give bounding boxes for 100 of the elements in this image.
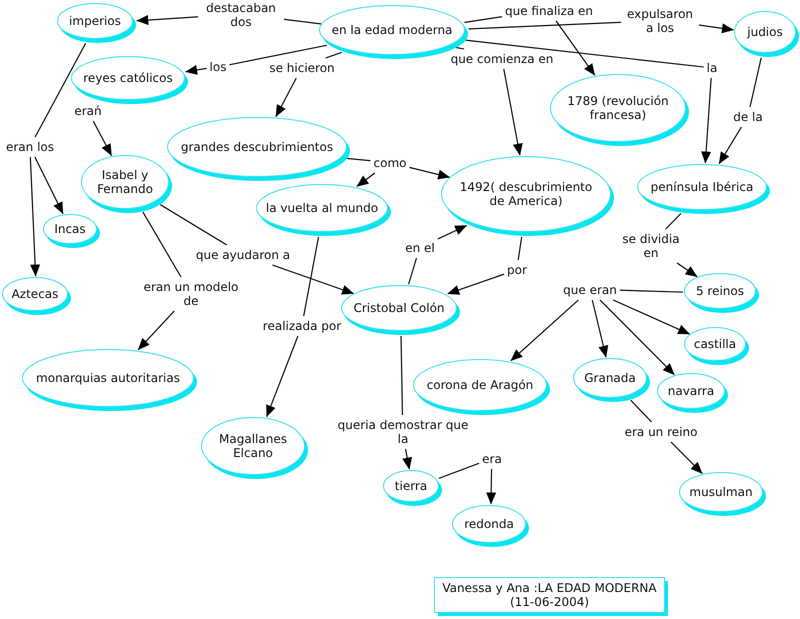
concept-label: Cristobal Colón — [353, 301, 445, 315]
concept-label: tierra — [394, 479, 428, 493]
arrow — [612, 300, 690, 335]
concept-label: Isabel y Fernando — [96, 168, 154, 196]
concept-label: reyes católicos — [83, 71, 173, 85]
connector-line — [620, 290, 684, 293]
concept-ellipse — [255, 183, 392, 237]
linking-phrase: que comienza en — [450, 52, 554, 66]
arrow — [676, 262, 698, 278]
arrow — [185, 65, 207, 75]
concept-ellipse — [382, 469, 443, 507]
connector-line — [665, 213, 682, 230]
arrow — [30, 156, 40, 276]
concept-ellipse — [549, 73, 690, 147]
arrow — [138, 310, 175, 350]
arrow — [701, 78, 712, 164]
concept-label: navarra — [668, 384, 714, 398]
concept-ellipse — [1, 276, 72, 316]
concept-label: 1789 (revolución francesa) — [566, 94, 670, 122]
concept-label: redonda — [464, 517, 514, 531]
arrow — [600, 300, 675, 376]
linking-phrase: realizada por — [262, 319, 342, 333]
arrow — [510, 300, 579, 362]
concept-ellipse — [200, 416, 309, 480]
concept-label: Granada — [584, 371, 636, 385]
arrow — [592, 300, 608, 358]
arrow — [409, 166, 450, 180]
linking-phrase: se hicieron — [269, 61, 335, 75]
concept-label: en la edad moderna — [332, 23, 452, 37]
concept-label: corona de Aragón — [426, 378, 534, 392]
arrow — [447, 274, 504, 295]
arrow — [402, 448, 412, 470]
concept-label: la vuelta al mundo — [266, 201, 378, 215]
connector-line — [326, 52, 342, 59]
linking-phrase: en el — [405, 241, 435, 255]
concept-ellipse — [166, 116, 351, 182]
concept-label: castilla — [694, 337, 736, 351]
connector-line — [229, 44, 328, 66]
linking-phrase: erań — [74, 104, 102, 118]
linking-phrase: de la — [733, 110, 763, 124]
linking-phrase: la — [706, 61, 718, 75]
linking-phrase: los — [210, 60, 226, 74]
arrow — [556, 20, 596, 76]
concept-label: Aztecas — [12, 287, 58, 301]
note-text: Vanessa y Ana :LA EDAD MODERNA (11-06-2004) — [441, 581, 658, 609]
concept-label: monarquias autoritarias — [36, 371, 180, 385]
arrow — [718, 126, 742, 164]
concept-ellipse — [733, 10, 800, 58]
arrow — [266, 336, 298, 418]
connector-line — [400, 336, 403, 415]
concept-ellipse — [412, 358, 551, 416]
concept-label: imperios — [69, 14, 121, 28]
connector-line — [518, 236, 522, 260]
arrow — [275, 78, 297, 118]
concept-ellipse — [440, 155, 615, 237]
concept-ellipse — [56, 2, 137, 44]
arrow — [92, 120, 112, 156]
arrow — [136, 15, 198, 25]
concept-label: 5 reinos — [696, 284, 744, 298]
concept-ellipse — [683, 326, 750, 366]
linking-phrase: era un reino — [624, 425, 698, 439]
concept-ellipse — [678, 471, 767, 517]
concept-ellipse — [70, 55, 189, 105]
concept-ellipse — [636, 163, 771, 215]
connector-line — [284, 18, 322, 24]
arrow — [34, 156, 64, 214]
connector-line — [303, 236, 320, 316]
arrow — [356, 172, 376, 187]
note-box — [434, 577, 669, 617]
concept-ellipse — [340, 284, 461, 336]
concept-label: península Ibérica — [650, 180, 754, 194]
concept-label: musulman — [689, 485, 753, 499]
concept-ellipse — [451, 504, 530, 548]
arrow — [272, 264, 354, 294]
arrow — [503, 68, 523, 156]
connector-line — [456, 47, 464, 50]
connector-line — [466, 40, 704, 68]
arrow — [438, 224, 468, 240]
connector-line — [160, 204, 228, 246]
concept-label: Incas — [54, 222, 86, 236]
concept-label: grandes descubrimientos — [180, 140, 334, 154]
linking-phrase: eran los — [6, 140, 54, 154]
concept-ellipse — [21, 348, 198, 412]
connector-line — [347, 158, 371, 162]
concept-label: judios — [747, 25, 783, 39]
concept-ellipse — [80, 154, 173, 214]
connector-line — [408, 258, 418, 284]
connector-line — [438, 462, 480, 479]
concept-ellipse — [42, 213, 101, 249]
linking-phrase: que finaliza en — [504, 4, 594, 18]
connector-line — [749, 58, 762, 108]
connector-line — [464, 16, 502, 23]
linking-phrase: que ayudaron a — [196, 248, 290, 262]
connector-line — [468, 22, 622, 30]
concept-ellipse — [656, 372, 729, 414]
arrow — [698, 23, 734, 34]
connector-line — [142, 212, 182, 278]
connector-line — [34, 42, 86, 138]
concept-ellipse — [572, 357, 651, 403]
concept-ellipse — [683, 272, 760, 314]
